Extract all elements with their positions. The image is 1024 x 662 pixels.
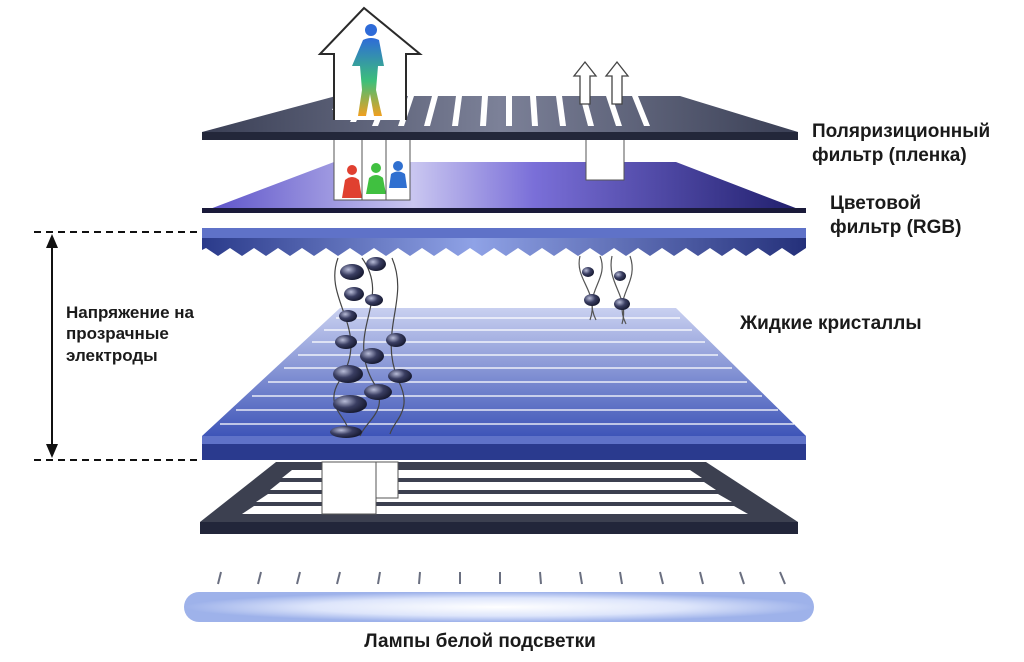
blue-pixel-icon	[389, 161, 407, 188]
light-column	[321, 461, 377, 515]
polarizer-label-line2: фильтр (пленка)	[812, 144, 967, 166]
color-filter-label: Цветовой фильтр (RGB)	[830, 192, 961, 240]
voltage-label: Напряжение на прозрачные электроды	[66, 302, 194, 366]
front-polarizer	[202, 96, 798, 140]
polarizer-filter-label: Поляризиционный фильтр (пленка)	[812, 120, 990, 168]
voltage-label-line1: Напряжение на	[66, 303, 194, 322]
color-filter-label-line1: Цветовой	[830, 193, 922, 214]
upper-electrode	[202, 228, 806, 256]
voltage-label-line2: прозрачные	[66, 324, 169, 344]
double-arrow-icon	[572, 60, 630, 105]
polarizer-label-line1: Поляризиционный	[812, 121, 991, 142]
liquid-crystals-label: Жидкие кристаллы	[740, 313, 922, 334]
rgb-pixel-figures	[342, 140, 407, 200]
lc-molecule-twist-left	[330, 257, 412, 438]
light-column	[375, 461, 399, 499]
backlight-label: Лампы белой подсветки	[364, 631, 596, 652]
lower-electrode	[202, 308, 806, 460]
voltage-indicator	[34, 231, 202, 461]
lamp-tube	[184, 592, 814, 622]
backlight-lamps	[184, 571, 814, 622]
light-ray-marks	[217, 571, 786, 585]
color-filter	[202, 135, 806, 213]
green-pixel-icon	[366, 163, 386, 194]
color-filter-label-line2: фильтр (RGB)	[830, 216, 962, 238]
voltage-label-line3: электроды	[66, 345, 158, 365]
lc-molecule-twist-right	[578, 255, 633, 325]
red-pixel-icon	[342, 165, 362, 198]
person-icon	[352, 24, 384, 116]
rear-polarizer	[200, 461, 798, 534]
light-column	[585, 135, 625, 181]
